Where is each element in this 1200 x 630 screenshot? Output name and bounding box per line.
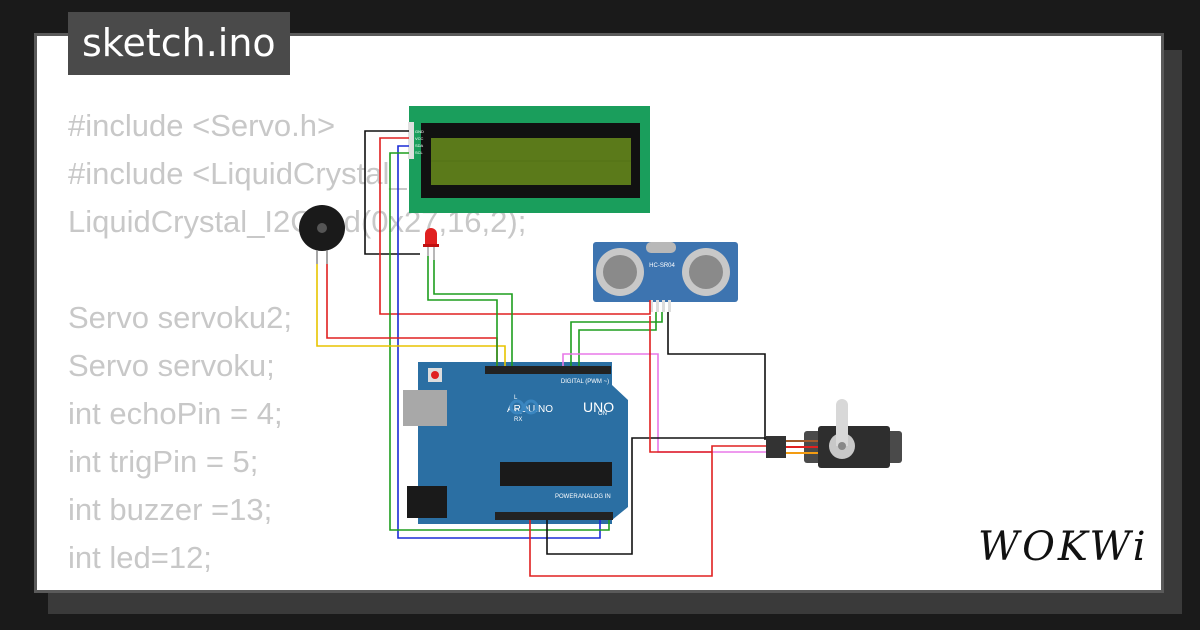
wire-green [570,312,663,366]
arduino-uno[interactable]: DIGITAL (PWM ~) ARDUINO UNO ON TX RX L P… [403,362,628,524]
arduino-model-label: UNO [583,399,614,415]
analog-label: ANALOG IN [578,494,611,500]
buzzer-hole [317,223,327,233]
wire-black [364,130,420,255]
code-line: int led=12; [68,540,212,575]
code-line: int echoPin = 4; [68,396,283,431]
lcd-pin-header [408,122,414,159]
wire-green [427,256,498,366]
reset-button[interactable] [431,371,439,379]
lcd-pin-scl-label: SCL [415,150,424,155]
usb-port [403,390,447,426]
code-line: int buzzer =13; [68,492,273,527]
lcd-pin-vcc-label: VCC [415,136,424,141]
power-jack [407,486,447,518]
led-body [425,228,437,244]
red-led[interactable] [423,228,439,260]
sensor-pins [650,300,671,312]
atmega-chip [500,462,612,486]
power-analog-header [495,512,613,520]
ultrasonic-sensor[interactable]: HC-SR04 [593,242,738,312]
wire-black [546,437,766,555]
servo-shaft [838,442,846,450]
arduino-brand-label: ARDUINO [507,404,553,415]
wire-red [529,445,766,577]
sensor-model-label: HC-SR04 [649,263,675,269]
uno-logo-mark [509,399,539,415]
sensor-mesh-left [603,255,637,289]
code-line: int trigPin = 5; [68,444,259,479]
servo-connector [766,436,786,458]
wires [316,130,818,577]
wire-red [649,316,712,453]
wire-black [667,312,766,440]
sensor-crystal [646,242,676,253]
code-line: Servo servoku; [68,348,275,383]
wokwi-logo: WOKWi [978,524,1149,570]
buzzer[interactable] [299,205,345,264]
code-line: #include <Servo.h> [68,108,336,143]
wire-red [379,137,651,315]
servo-horn [836,399,848,446]
sensor-mesh-right [689,255,723,289]
power-label: POWER [555,494,578,500]
wire-blue [397,145,601,539]
lcd-screen [431,138,631,185]
wire-green [578,312,657,366]
file-name-tab: sketch.ino [68,12,290,75]
digital-header [485,366,611,374]
rx-label: RX [514,417,522,423]
lcd-pin-sda-label: SDA [415,143,424,148]
wire-green [389,152,610,531]
wire-red [326,264,498,366]
led-rim [423,244,439,247]
wire-green [433,260,513,366]
digital-pins-label: DIGITAL (PWM ~) [561,379,609,385]
wire-yellow [316,264,506,366]
code-line: Servo servoku2; [68,300,292,335]
on-led-label: ON [598,411,607,417]
lcd-display[interactable]: GND VCC SDA SCL [408,106,650,213]
l-led-label: L [514,395,518,401]
servo-motor[interactable] [766,399,902,468]
lcd-pin-gnd-label: GND [415,129,424,134]
